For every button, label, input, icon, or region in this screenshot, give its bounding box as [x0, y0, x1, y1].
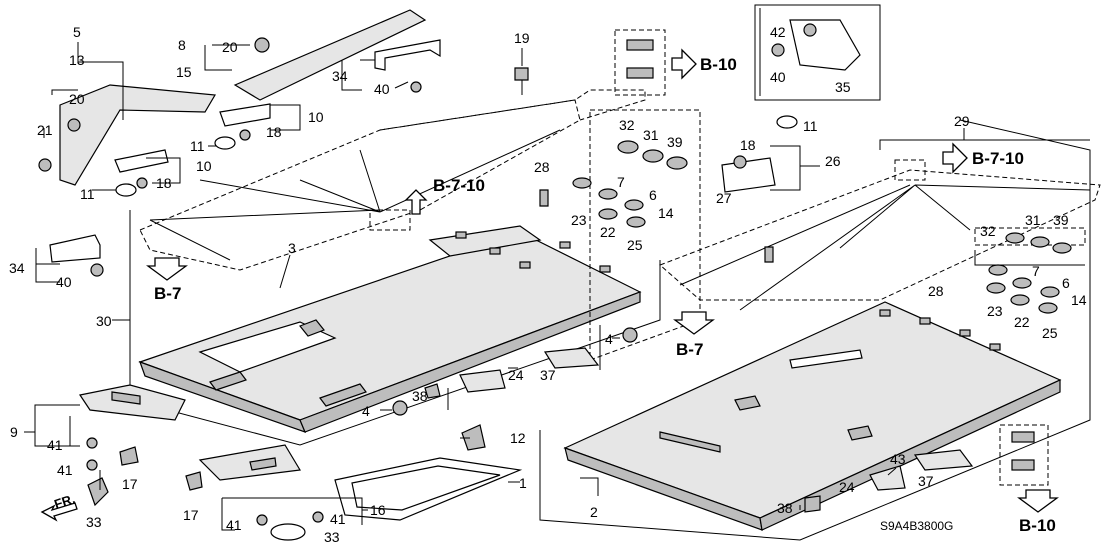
ref-b-7-right: B-7: [676, 340, 703, 359]
callout-27: 27: [716, 190, 732, 206]
callout-6: 6: [1062, 275, 1070, 291]
callout-6: 6: [649, 187, 657, 203]
callout-18: 18: [156, 175, 172, 191]
headliner-left: [138, 225, 642, 434]
callout-41: 41: [47, 437, 63, 453]
callout-13: 13: [69, 52, 85, 68]
callout-39: 39: [1053, 212, 1069, 228]
leader-lines: [24, 42, 1090, 531]
callout-41: 41: [57, 462, 73, 478]
callout-18: 18: [266, 124, 282, 140]
callout-17: 17: [183, 507, 199, 523]
callout-7: 7: [1032, 263, 1040, 279]
callout-28: 28: [534, 159, 550, 175]
ref-b-10-top: B-10: [700, 55, 737, 74]
wire-harness-outlines: [139, 29, 1101, 486]
ref-b-7-left: B-7: [154, 284, 181, 303]
ref-b-7-10-left: B-7-10: [433, 176, 485, 195]
inset-boxes: [754, 4, 881, 101]
callout-2: 2: [590, 504, 598, 520]
callout-16: 16: [370, 502, 386, 518]
sunvisors: [79, 384, 523, 521]
headliner-right: [563, 301, 1062, 531]
ref-b-7-10-right: B-7-10: [972, 149, 1024, 168]
callout-7: 7: [617, 174, 625, 190]
callout-14: 14: [658, 205, 674, 221]
callout-numbers: 5 13 20 21 11 18 10 8 15 20 10 18 11 34 …: [9, 24, 1087, 545]
callout-11: 11: [80, 186, 95, 202]
group-outlines: [129, 119, 1091, 541]
callout-43: 43: [890, 451, 906, 467]
callout-38: 38: [412, 388, 428, 404]
callout-35: 35: [835, 79, 851, 95]
callout-25: 25: [627, 237, 643, 253]
callout-18: 18: [740, 137, 756, 153]
callout-14: 14: [1071, 292, 1087, 308]
callout-24: 24: [508, 367, 524, 383]
callout-4: 4: [605, 331, 613, 347]
callout-32: 32: [619, 117, 635, 133]
callout-20: 20: [69, 91, 85, 107]
callout-22: 22: [600, 224, 616, 240]
callout-28: 28: [928, 283, 944, 299]
reference-labels: B-10 B-7-10 B-7 B-7-10 B-7 B-10 FR. S9A4…: [52, 55, 1056, 535]
callout-24: 24: [839, 479, 855, 495]
callout-10: 10: [196, 158, 212, 174]
callout-41: 41: [226, 517, 242, 533]
callout-11: 11: [803, 118, 818, 134]
callout-25: 25: [1042, 325, 1058, 341]
callout-40: 40: [770, 69, 786, 85]
grab-rails: [49, 9, 861, 263]
callout-31: 31: [1025, 212, 1041, 228]
callout-23: 23: [987, 303, 1003, 319]
fasteners: [38, 23, 974, 541]
callout-20: 20: [222, 39, 238, 55]
wire-harness-lines: [149, 129, 1091, 311]
callout-42: 42: [770, 24, 786, 40]
callout-10: 10: [308, 109, 324, 125]
callout-39: 39: [667, 134, 683, 150]
callout-5: 5: [73, 24, 81, 40]
callout-15: 15: [176, 64, 192, 80]
callout-22: 22: [1014, 314, 1030, 330]
clip-clusters: [572, 39, 1072, 471]
callout-33: 33: [324, 529, 340, 545]
callout-38: 38: [777, 500, 793, 516]
callout-8: 8: [178, 37, 186, 53]
reference-arrows: [40, 48, 1059, 522]
callout-30: 30: [96, 313, 112, 329]
callout-21: 21: [37, 122, 53, 138]
direction-label: FR.: [52, 491, 77, 512]
ref-b-10-bottom: B-10: [1019, 516, 1056, 535]
callout-34: 34: [9, 260, 25, 276]
callout-3: 3: [288, 240, 296, 256]
callout-26: 26: [825, 153, 841, 169]
callout-32: 32: [980, 223, 996, 239]
callout-17: 17: [122, 476, 138, 492]
callout-40: 40: [56, 274, 72, 290]
callout-1: 1: [519, 475, 527, 491]
callout-33: 33: [86, 514, 102, 530]
callout-37: 37: [918, 473, 934, 489]
callout-12: 12: [510, 430, 526, 446]
callout-4: 4: [362, 403, 370, 419]
callout-40: 40: [374, 81, 390, 97]
drawing-code: S9A4B3800G: [880, 519, 953, 533]
callout-41: 41: [330, 511, 346, 527]
callout-11: 11: [190, 138, 205, 154]
callout-29: 29: [954, 113, 970, 129]
callout-34: 34: [332, 68, 348, 84]
callout-9: 9: [10, 424, 18, 440]
callout-19: 19: [514, 30, 530, 46]
callout-37: 37: [540, 367, 556, 383]
callout-23: 23: [571, 212, 587, 228]
callout-31: 31: [643, 127, 659, 143]
